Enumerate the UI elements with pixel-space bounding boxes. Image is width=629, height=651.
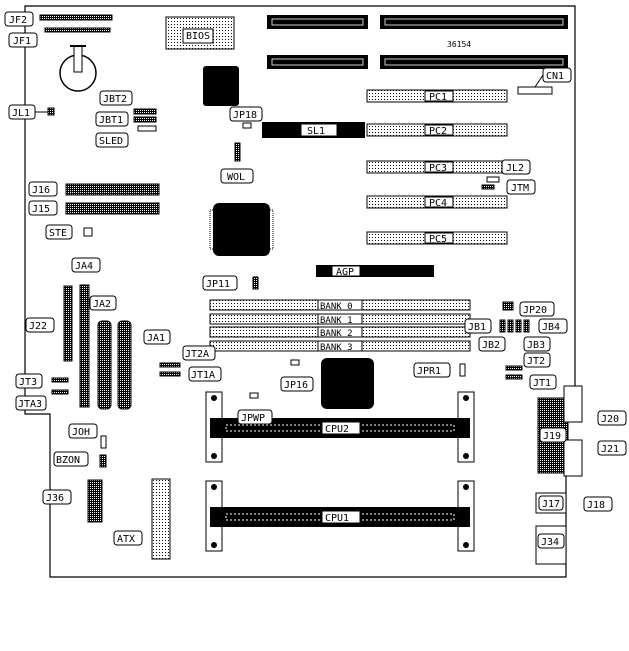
jp16-label: JP16	[284, 380, 308, 391]
dimm-banks: BANK 0 BANK 1 BANK 2 BANK 3	[209, 299, 471, 353]
jt1-label: JT1	[533, 378, 551, 389]
battery	[59, 45, 97, 92]
jb3-label: JB3	[527, 340, 545, 351]
ja1-connector	[117, 320, 132, 410]
sled-label: SLED	[99, 136, 123, 147]
jp20-label: JP20	[523, 305, 547, 316]
j19-label: J19	[543, 431, 561, 442]
j20-label: J20	[601, 414, 619, 425]
ja2-label: JA2	[93, 299, 111, 310]
jt3-label: JT3	[19, 377, 37, 388]
cpu2-slot: CPU2	[205, 391, 475, 463]
j15-label: J15	[32, 204, 50, 215]
top-slots	[267, 15, 568, 69]
jl2-label: JL2	[506, 163, 524, 174]
jf1-label: JF1	[13, 36, 31, 47]
chipset	[213, 203, 270, 256]
cpu1-label: CPU1	[325, 513, 349, 524]
j16-label: J16	[32, 185, 50, 196]
jtm-label: JTM	[511, 183, 529, 194]
pc4-label: PC4	[429, 198, 447, 209]
jp18-label: JP18	[233, 110, 257, 121]
bank2-label: BANK 2	[320, 329, 353, 339]
pc3-label: PC3	[429, 163, 447, 174]
jbt1-label: JBT1	[99, 115, 123, 126]
atx-connector	[151, 478, 171, 560]
pci-slots: PC1 PC2 PC3 PC4 PC5	[366, 89, 508, 245]
bank0-label: BANK 0	[320, 302, 353, 312]
second-chip	[321, 358, 374, 409]
cpu1-slot: CPU1	[205, 480, 475, 552]
jt1a-label: JT1A	[191, 370, 215, 381]
agp-label: AGP	[336, 267, 354, 278]
board-outline	[24, 5, 576, 578]
j22-label: J22	[29, 321, 47, 332]
ja4-label: JA4	[75, 261, 93, 272]
j34-label: J34	[541, 537, 559, 548]
jp11-label: JP11	[206, 279, 230, 290]
ja1-label: JA1	[147, 333, 165, 344]
jpr1-label: JPR1	[417, 366, 441, 377]
jt2a-label: JT2A	[185, 349, 209, 360]
bzon-label: BZON	[56, 455, 80, 466]
jl1-label: JL1	[12, 108, 30, 119]
bios-label: BIOS	[186, 31, 210, 42]
cn1-label: CN1	[546, 71, 564, 82]
j17-label: J17	[542, 499, 560, 510]
pc5-label: PC5	[429, 234, 447, 245]
j21-label: J21	[601, 444, 619, 455]
jpwp-label: JPWP	[241, 413, 265, 424]
jb4-label: JB4	[542, 322, 560, 333]
board-number: 36154	[447, 40, 471, 49]
jta3-label: JTA3	[18, 399, 42, 410]
jf2-label: JF2	[9, 15, 27, 26]
jb1-label: JB1	[468, 322, 486, 333]
bios-chip: BIOS	[165, 16, 235, 50]
black-chip	[203, 66, 239, 106]
pc1-label: PC1	[429, 92, 447, 103]
ja2-connector	[97, 320, 112, 410]
wol-label: WOL	[227, 172, 245, 183]
bank3-label: BANK 3	[320, 343, 353, 353]
jbt2-label: JBT2	[103, 94, 127, 105]
j36-label: J36	[46, 493, 64, 504]
jb2-label: JB2	[482, 340, 500, 351]
atx-label: ATX	[117, 534, 135, 545]
j18-label: J18	[587, 500, 605, 511]
jt2-label: JT2	[527, 356, 545, 367]
ste-label: STE	[49, 228, 67, 239]
cpu2-label: CPU2	[325, 424, 349, 435]
bank1-label: BANK 1	[320, 316, 353, 326]
sl1-label: SL1	[307, 126, 325, 137]
pc2-label: PC2	[429, 126, 447, 137]
j36-connector	[87, 479, 103, 523]
joh-label: JOH	[72, 427, 90, 438]
